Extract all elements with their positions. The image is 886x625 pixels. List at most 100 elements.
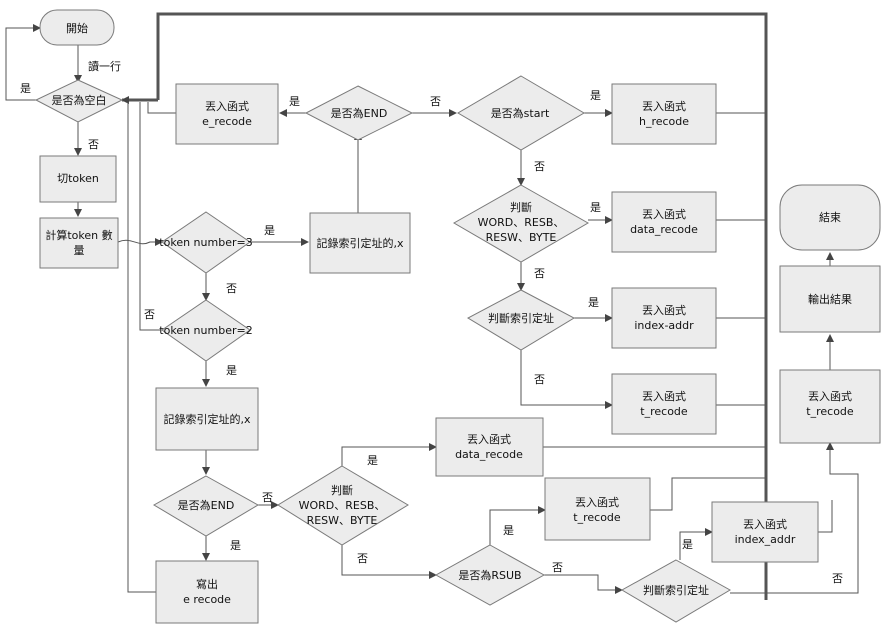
t-recode1-label-1: 丟入函式 — [642, 390, 686, 403]
yes-label-tn2: 是 — [226, 364, 237, 377]
rec-idx1-label: 記錄索引定址的,x — [316, 236, 403, 250]
is-end2-label: 是否為END — [178, 498, 235, 512]
data-recode2-box — [435, 417, 544, 477]
read-line-label: 讀一行 — [88, 59, 121, 73]
tn2-decision — [161, 299, 251, 362]
judge-idx2-label: 判斷索引定址 — [643, 583, 709, 597]
t-recode3-box — [779, 369, 881, 444]
no-label-blank: 否 — [88, 138, 99, 151]
judge1-label-2: WORD、RESB、 — [478, 216, 565, 229]
judge1-label-3: RESW、BYTE — [486, 231, 557, 244]
no-label-end2: 否 — [262, 491, 273, 504]
is-end1-decision — [304, 85, 414, 141]
write-e-label-1: 寫出 — [196, 577, 218, 591]
edge-labels: 讀一行 是 否 是 否 否 是 是 否 是 否 是 否 是 否 是 否 是 否 … — [20, 59, 843, 585]
index-addr1-label-2: index-addr — [634, 319, 694, 332]
yes-label-end2: 是 — [230, 539, 241, 552]
judge2-label-3: RESW、BYTE — [307, 514, 378, 527]
main-loop-line — [156, 12, 768, 600]
no-label-judge1: 否 — [534, 267, 545, 280]
count-token-box — [39, 217, 119, 269]
no-label-start: 否 — [534, 160, 545, 173]
judge-idx1-decision — [466, 289, 576, 351]
h-recode-label-1: 丟入函式 — [642, 100, 686, 113]
judge2-label-1: 判斷 — [331, 484, 353, 497]
h-recode-label-2: h_recode — [639, 115, 689, 128]
end-terminal — [779, 184, 881, 251]
index-addr2-box — [711, 501, 819, 563]
tn3-decision — [161, 211, 251, 274]
no-label-idx2: 否 — [832, 572, 843, 585]
yes-label-rsub: 是 — [503, 524, 514, 537]
is-blank-decision — [34, 79, 124, 123]
yes-label-end1: 是 — [289, 95, 300, 108]
is-start-decision — [457, 75, 585, 151]
data-recode1-label-2: data_recode — [630, 223, 698, 236]
index-addr2-label-1: 丟入函式 — [743, 518, 787, 531]
start-terminal — [39, 9, 115, 46]
cut-token-label: 切token — [57, 172, 99, 185]
yes-label-judge2: 是 — [367, 454, 378, 467]
yes-label-tn3: 是 — [264, 224, 275, 237]
output-box — [779, 265, 881, 333]
yes-label-idx2: 是 — [682, 538, 693, 551]
is-start-label: 是否為start — [491, 106, 550, 120]
e-recode1-label-1: 丟入函式 — [205, 100, 249, 113]
shapes — [34, 9, 881, 624]
e-recode1-box — [175, 83, 279, 145]
no-label-judge2: 否 — [357, 552, 368, 565]
judge1-label-1: 判斷 — [510, 201, 532, 214]
node-texts: 開始 是否為空白 切token 計算token 數 量 token number… — [45, 21, 854, 606]
t-recode3-label-1: 丟入函式 — [808, 390, 852, 403]
write-e-label-2: e recode — [183, 593, 231, 606]
tn2-label: token number=2 — [159, 324, 252, 337]
e-recode1-label-2: e_recode — [202, 115, 252, 128]
yes-label-idx1: 是 — [588, 296, 599, 309]
no-label-rsub: 否 — [552, 561, 563, 574]
count-token-label-1: 計算token 數 — [45, 228, 112, 242]
is-end1-label: 是否為END — [331, 106, 388, 120]
data-recode1-label-1: 丟入函式 — [642, 208, 686, 221]
t-recode1-label-2: t_recode — [640, 405, 688, 418]
no-label-end1: 否 — [430, 95, 441, 108]
t-recode2-label-1: 丟入函式 — [575, 496, 619, 509]
t-recode1-box — [611, 373, 717, 435]
is-end2-decision — [152, 475, 260, 537]
cut-token-box — [39, 155, 117, 203]
no-label-tn2: 否 — [144, 308, 155, 321]
index-addr1-label-1: 丟入函式 — [642, 304, 686, 317]
index-addr2-label-2: index_addr — [735, 533, 796, 546]
data-recode1-box — [611, 191, 717, 253]
judge2-decision — [277, 465, 409, 546]
index-addr1-box — [611, 287, 717, 349]
h-recode-box — [611, 83, 717, 145]
end-label: 結束 — [819, 210, 841, 224]
data-recode2-label-1: 丟入函式 — [467, 433, 511, 446]
connectors — [5, 12, 859, 600]
is-blank-label: 是否為空白 — [52, 93, 107, 107]
judge-idx2-decision — [620, 559, 732, 623]
yes-label-start: 是 — [590, 89, 601, 102]
rsub-decision — [434, 544, 546, 606]
t-recode2-box — [544, 477, 651, 541]
no-label-idx1: 否 — [534, 373, 545, 386]
rec-idx2-box — [155, 387, 259, 451]
yes-label-blank: 是 — [20, 82, 31, 95]
t-recode2-label-2: t_recode — [573, 511, 621, 524]
judge1-decision — [452, 184, 590, 263]
rec-idx1-box — [309, 212, 411, 274]
t-recode3-label-2: t_recode — [806, 405, 854, 418]
output-label: 輸出結果 — [808, 292, 852, 306]
data-recode2-label-2: data_recode — [455, 448, 523, 461]
tn3-label: token number=3 — [159, 236, 252, 249]
judge-idx1-label: 判斷索引定址 — [488, 311, 554, 325]
rsub-label: 是否為RSUB — [458, 568, 521, 582]
start-label: 開始 — [66, 21, 88, 35]
count-token-label-2: 量 — [74, 244, 85, 257]
no-label-tn3: 否 — [226, 282, 237, 295]
judge2-label-2: WORD、RESB、 — [299, 499, 386, 512]
write-e-box — [155, 560, 259, 624]
rec-idx2-label: 記錄索引定址的,x — [163, 412, 250, 426]
yes-label-judge1: 是 — [590, 201, 601, 214]
